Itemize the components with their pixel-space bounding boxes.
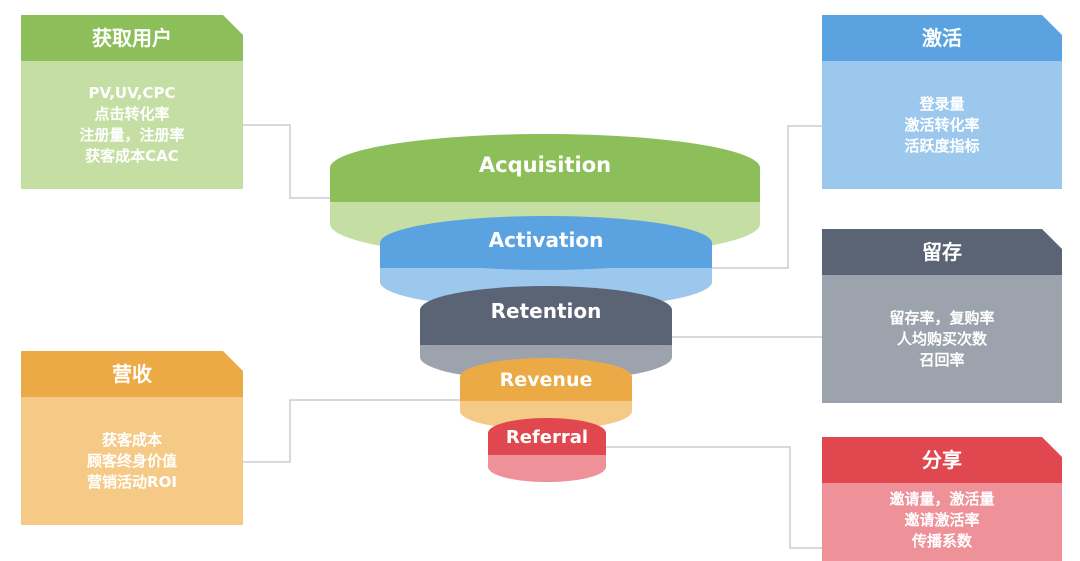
card-title-referral: 分享 bbox=[822, 437, 1062, 483]
card-line: 登录量 bbox=[919, 94, 965, 113]
card-line: 传播系数 bbox=[911, 532, 972, 550]
connector-lines bbox=[243, 124, 822, 549]
card-title-activation: 激活 bbox=[822, 15, 1062, 61]
card-body-acquisition: PV,UV,CPC 点击转化率 注册量，注册率 获客成本CAC bbox=[21, 61, 243, 189]
connector-referral bbox=[606, 446, 822, 549]
card-activation: 激活 登录量 激活转化率 活跃度指标 bbox=[822, 15, 1062, 189]
funnel-label-referral: Referral bbox=[506, 427, 588, 448]
card-retention: 留存 留存率，复购率 人均购买次数 召回率 bbox=[822, 229, 1062, 403]
connector-activation bbox=[712, 125, 822, 269]
funnel-label-acquisition: Acquisition bbox=[479, 153, 611, 177]
card-line: PV,UV,CPC bbox=[88, 84, 176, 102]
card-line: 人均购买次数 bbox=[896, 329, 987, 348]
card-line: 营销活动ROI bbox=[87, 472, 177, 491]
funnel-label-activation: Activation bbox=[489, 228, 604, 252]
connector-acquisition bbox=[243, 124, 332, 199]
card-line: 获客成本 bbox=[101, 430, 162, 449]
card-line: 活跃度指标 bbox=[904, 136, 980, 155]
card-body-retention: 留存率，复购率 人均购买次数 召回率 bbox=[822, 275, 1062, 403]
card-acquisition: 获取用户 PV,UV,CPC 点击转化率 注册量，注册率 获客成本CAC bbox=[21, 15, 243, 189]
card-line: 注册量，注册率 bbox=[79, 126, 185, 144]
card-line: 邀请激活率 bbox=[904, 511, 980, 529]
card-line: 获客成本CAC bbox=[85, 147, 179, 165]
card-title-acquisition: 获取用户 bbox=[21, 15, 243, 61]
card-line: 留存率，复购率 bbox=[889, 308, 995, 327]
card-line: 邀请量，激活量 bbox=[889, 490, 995, 508]
card-line: 激活转化率 bbox=[904, 115, 980, 134]
funnel-layer-referral: Referral bbox=[488, 418, 606, 482]
card-line: 顾客终身价值 bbox=[86, 451, 177, 470]
card-revenue: 营收 获客成本 顾客终身价值 营销活动ROI bbox=[21, 351, 243, 525]
card-title-retention: 留存 bbox=[822, 229, 1062, 275]
funnel-label-revenue: Revenue bbox=[500, 369, 593, 391]
funnel-layer-acquisition: Acquisition bbox=[330, 134, 760, 258]
funnel-layer-revenue: Revenue bbox=[460, 358, 632, 430]
card-body-revenue: 获客成本 顾客终身价值 营销活动ROI bbox=[21, 397, 243, 525]
card-title-revenue: 营收 bbox=[21, 351, 243, 397]
card-referral: 分享 邀请量，激活量 邀请激活率 传播系数 bbox=[822, 437, 1062, 561]
connector-revenue bbox=[243, 399, 460, 463]
card-body-referral: 邀请量，激活量 邀请激活率 传播系数 bbox=[822, 483, 1062, 561]
card-body-activation: 登录量 激活转化率 活跃度指标 bbox=[822, 61, 1062, 189]
funnel-label-retention: Retention bbox=[491, 299, 602, 323]
funnel-layer-retention: Retention bbox=[420, 286, 672, 381]
card-line: 召回率 bbox=[919, 350, 965, 369]
card-line: 点击转化率 bbox=[94, 105, 170, 123]
